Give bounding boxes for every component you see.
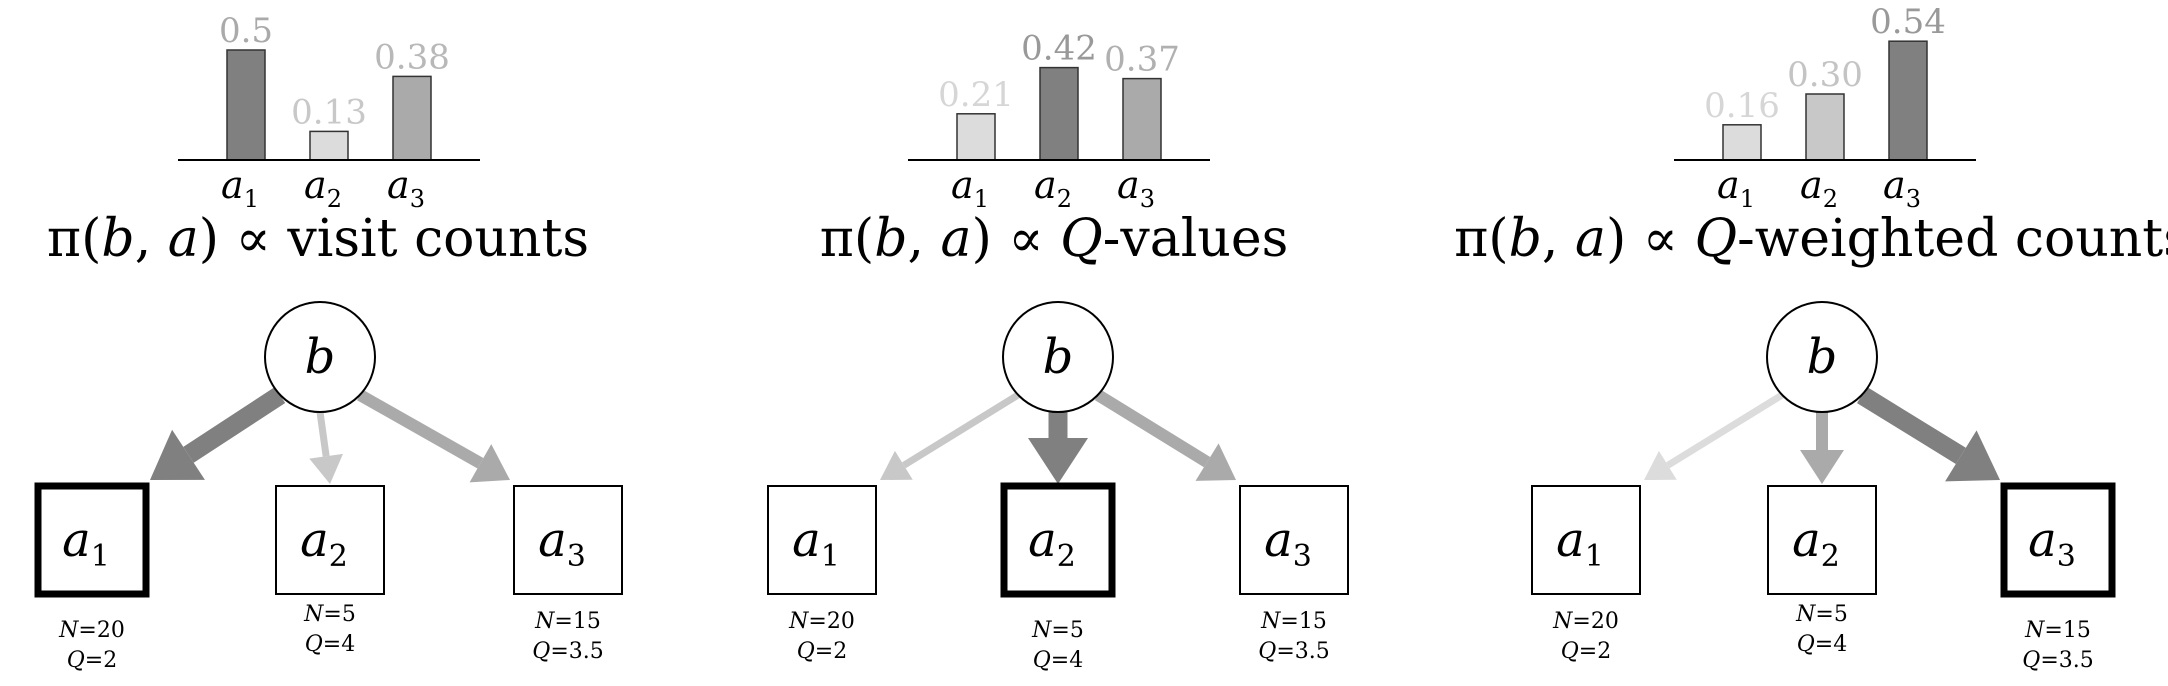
bar-value-label: 0.5: [219, 11, 273, 51]
edge-shaft: [183, 387, 286, 463]
action-node-label: a1: [1556, 512, 1604, 574]
bar-value-label: 0.54: [1870, 2, 1946, 42]
action-node: [1767, 485, 1877, 595]
q-value-label: Q=2: [797, 639, 847, 664]
bar-value-label: 0.16: [1704, 86, 1780, 126]
bar-value-label: 0.42: [1021, 29, 1097, 69]
policy-bar-chart: 0.5 a1 0.13 a2 0.38 a3: [178, 11, 480, 213]
action-node-label: a2: [1792, 512, 1840, 574]
bar-3: [1888, 40, 1928, 161]
edge-shaft: [902, 392, 1020, 469]
action-node-label: a3: [538, 512, 586, 574]
q-value-label: Q=2: [67, 648, 117, 673]
action-node-label: a1: [62, 512, 110, 574]
action-node-selected: [34, 482, 150, 598]
bar-action-label: a2: [304, 163, 342, 213]
edge-arrowhead: [1195, 443, 1236, 481]
bar-value-label: 0.38: [374, 37, 450, 77]
edge-arrowhead: [309, 453, 343, 484]
search-tree: b a1N=20Q=2 a2N=5Q=4 a3N=15Q=3.5: [34, 301, 623, 673]
q-value-label: Q=3.5: [2022, 648, 2093, 673]
bar-action-label: a3: [1883, 163, 1921, 213]
q-value-label: Q=3.5: [1258, 639, 1329, 664]
bar-3: [392, 75, 432, 161]
bar-1: [1722, 124, 1762, 161]
q-value-label: Q=4: [1797, 632, 1847, 657]
bar-action-label: a3: [387, 163, 425, 213]
q-value-label: Q=4: [305, 632, 355, 657]
action-node-label: a2: [300, 512, 348, 574]
edge-shaft: [1857, 386, 1966, 464]
edge-shaft: [357, 389, 484, 469]
bar-1: [956, 113, 996, 161]
bar-value-label: 0.37: [1104, 40, 1180, 80]
action-node-label: a2: [1028, 512, 1076, 574]
bar-action-label: a1: [221, 163, 259, 213]
action-node: [513, 485, 623, 595]
belief-node-label: b: [1043, 329, 1074, 385]
bar-2: [309, 130, 349, 161]
action-node-label: a3: [1264, 512, 1312, 574]
belief-node: [264, 301, 376, 413]
q-value-label: Q=3.5: [532, 639, 603, 664]
visit-count-label: N=15: [534, 609, 601, 634]
belief-node-label: b: [305, 329, 336, 385]
panel-title: π(b, a) ∝ Q-weighted counts: [1454, 209, 2168, 269]
edge-arrowhead: [880, 450, 913, 480]
edge-arrowhead: [469, 444, 510, 483]
visit-count-label: N=5: [1795, 602, 1848, 627]
action-node: [1239, 485, 1349, 595]
edge-arrowhead: [150, 429, 205, 480]
belief-node: [1002, 301, 1114, 413]
bar-2: [1039, 66, 1079, 161]
belief-node-label: b: [1807, 329, 1838, 385]
action-node: [1531, 485, 1641, 595]
edge-shaft: [316, 411, 330, 457]
bar-action-label: a2: [1800, 163, 1838, 213]
edge-arrowhead: [1028, 438, 1088, 484]
panel-title: π(b, a) ∝ Q-values: [820, 209, 1289, 269]
bar-action-label: a1: [1717, 163, 1755, 213]
edge-arrowhead: [1800, 450, 1844, 484]
policy-bar-chart: 0.16 a1 0.30 a2 0.54 a3: [1674, 2, 1976, 213]
action-node: [275, 485, 385, 595]
edge-arrowhead: [1945, 430, 2000, 482]
action-node-selected: [1000, 482, 1116, 598]
bar-value-label: 0.30: [1787, 55, 1863, 95]
bar-action-label: a3: [1117, 163, 1155, 213]
belief-node: [1766, 301, 1878, 413]
visit-count-label: N=15: [2024, 618, 2091, 643]
visit-count-label: N=20: [58, 618, 125, 643]
panel-title: π(b, a) ∝ visit counts: [47, 209, 589, 269]
bar-action-label: a1: [951, 163, 989, 213]
visit-count-label: N=15: [1260, 609, 1327, 634]
bar-3: [1122, 77, 1162, 161]
action-node-label: a3: [2028, 512, 2076, 574]
visit-count-label: N=20: [788, 609, 855, 634]
q-value-label: Q=4: [1033, 648, 1083, 673]
policy-bar-chart: 0.21 a1 0.42 a2 0.37 a3: [908, 29, 1210, 213]
action-node: [767, 485, 877, 595]
q-value-label: Q=2: [1561, 639, 1611, 664]
bar-value-label: 0.13: [291, 92, 367, 132]
edge-shaft: [1094, 389, 1211, 468]
bar-1: [226, 49, 266, 161]
edge-shaft: [1666, 392, 1784, 469]
bar-action-label: a2: [1034, 163, 1072, 213]
action-node-selected: [2000, 482, 2116, 598]
bar-value-label: 0.21: [938, 75, 1014, 115]
search-tree: b a1N=20Q=2 a2N=5Q=4 a3N=15Q=3.5: [1531, 301, 2116, 673]
edge-arrowhead: [1644, 450, 1677, 480]
action-node-label: a1: [792, 512, 840, 574]
visit-count-label: N=5: [303, 602, 356, 627]
search-tree: b a1N=20Q=2 a2N=5Q=4 a3N=15Q=3.5: [767, 301, 1349, 673]
bar-2: [1805, 93, 1845, 161]
visit-count-label: N=5: [1031, 618, 1084, 643]
visit-count-label: N=20: [1552, 609, 1619, 634]
